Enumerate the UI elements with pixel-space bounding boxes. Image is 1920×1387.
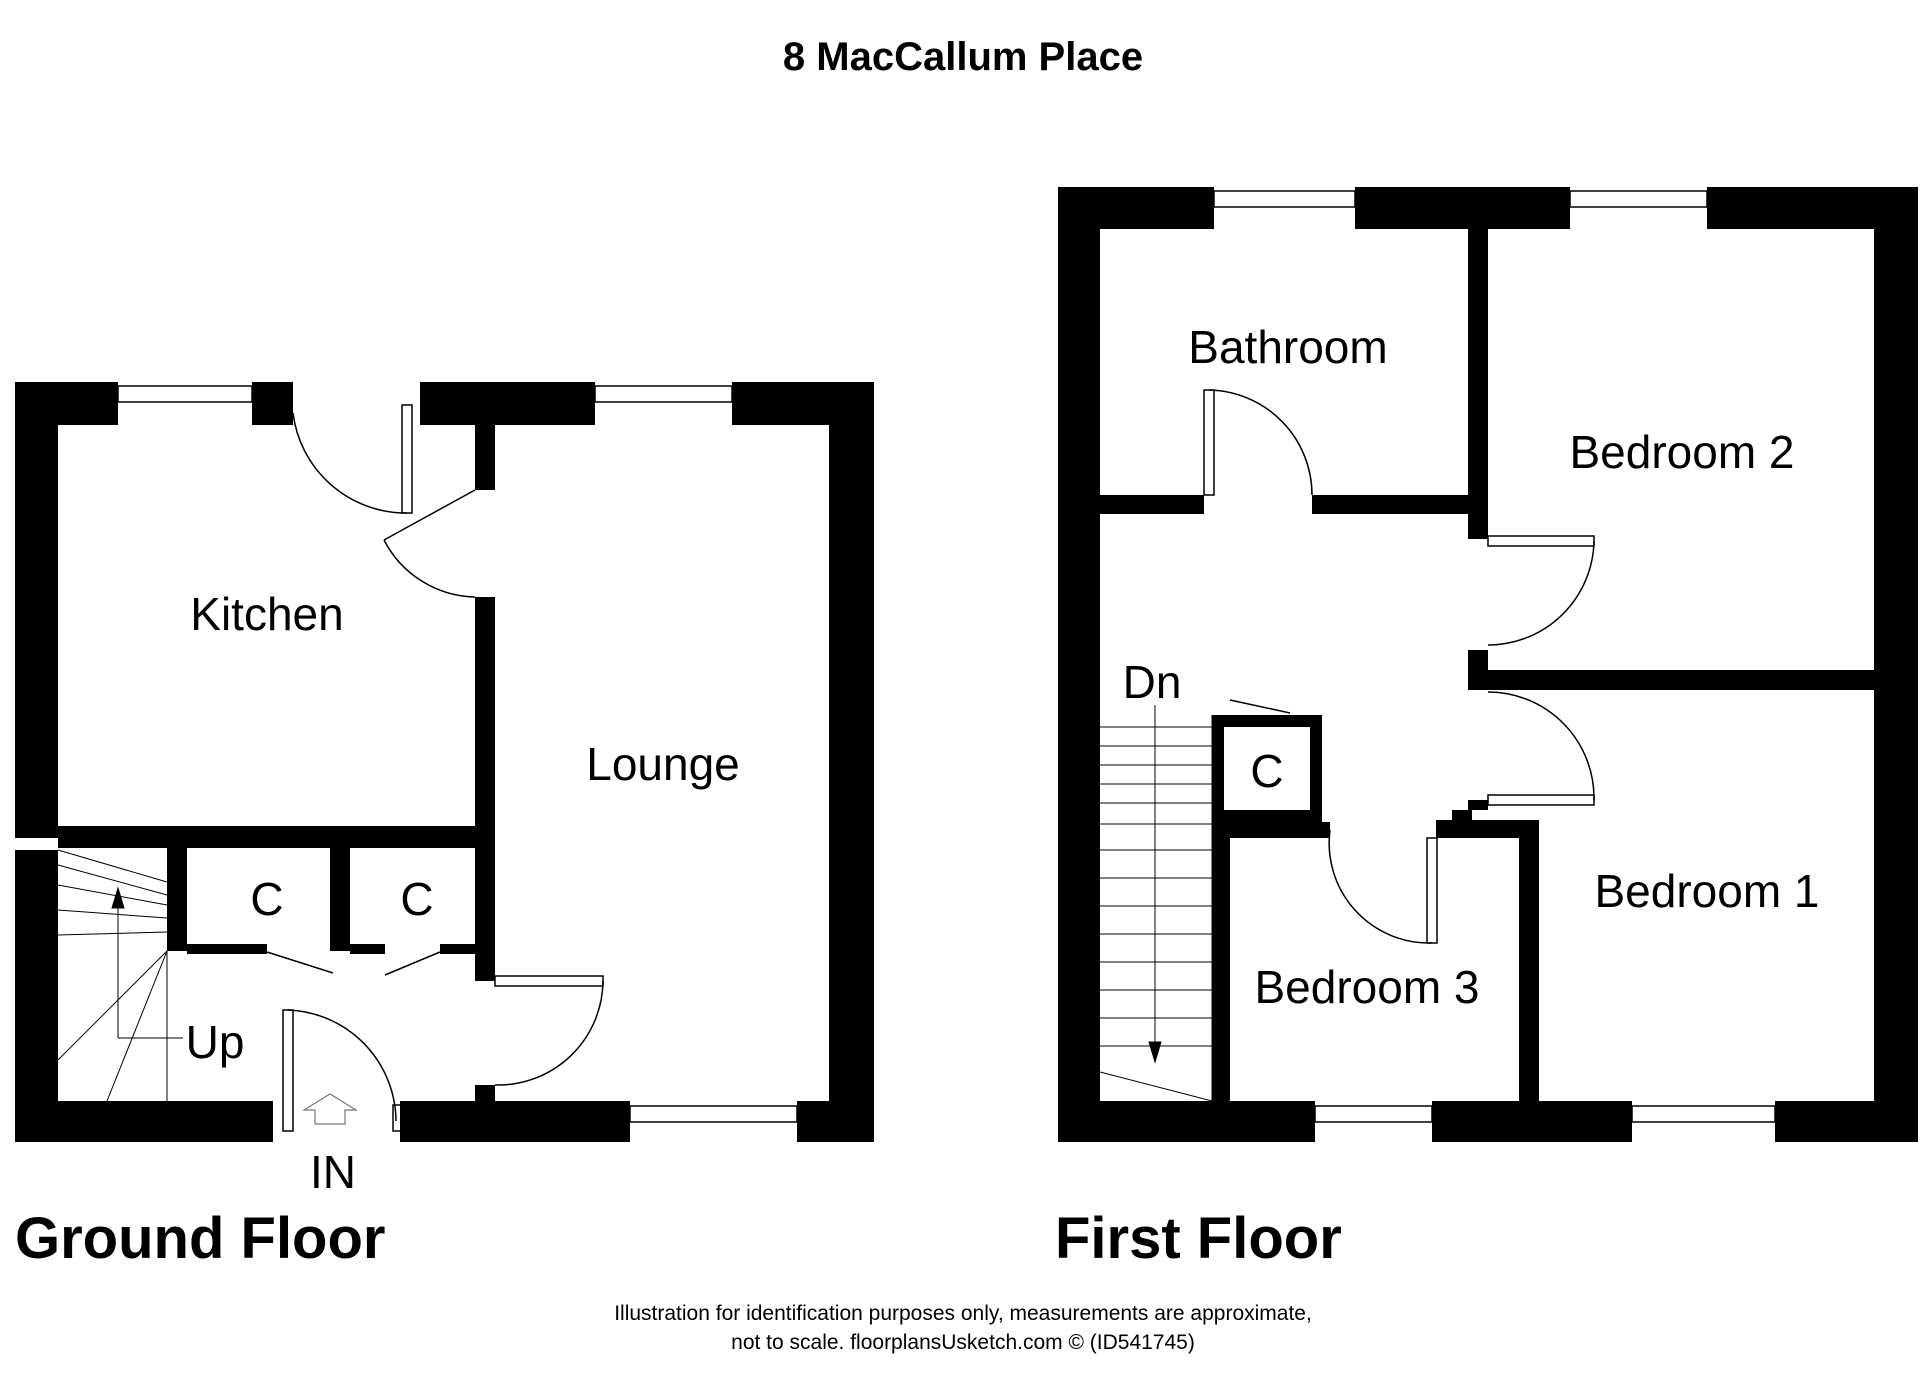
cupboard-1-door-leaf [266, 951, 334, 974]
lounge-window-front [629, 1105, 798, 1123]
ground-floor-stairs [57, 849, 183, 1102]
kitchen-back-door-swing [292, 412, 408, 514]
first-floor-windows [1213, 190, 1776, 1123]
first-floor-doors [1203, 389, 1595, 944]
bedroom-3-door-leaf [1426, 837, 1438, 944]
bedroom-3-label: Bedroom 3 [1254, 961, 1479, 1013]
bedroom-1-window [1631, 1105, 1776, 1123]
bedroom-3-window [1314, 1105, 1433, 1123]
lounge-label: Lounge [586, 738, 740, 790]
ground-floor-plan: Kitchen Lounge C C Up IN Ground Floor [15, 382, 874, 1271]
kitchen-window [117, 385, 253, 403]
ground-floor-interior-walls [15, 425, 495, 1101]
cupboard-label: C [1250, 745, 1283, 797]
stairs-down-label: Dn [1123, 656, 1182, 708]
bathroom-label: Bathroom [1188, 321, 1387, 373]
bathroom-door-leaf [1203, 389, 1215, 496]
entrance-arrow-icon [301, 1093, 359, 1125]
ground-floor-windows [117, 385, 798, 1123]
bedroom-2-label: Bedroom 2 [1569, 426, 1794, 478]
bedroom-1-door-leaf [1487, 794, 1595, 806]
bathroom-door-swing [1208, 389, 1313, 496]
first-floor-plan: Bathroom Bedroom 2 Bedroom 1 Bedroom 3 C… [1055, 187, 1918, 1271]
bedroom-1-door-swing [1487, 691, 1595, 801]
bedroom-2-window [1569, 190, 1708, 208]
kitchen-label: Kitchen [190, 588, 343, 640]
front-door-leaf [282, 1009, 294, 1132]
cupboard-door-leaf [1229, 699, 1291, 714]
front-door-swing [287, 1009, 397, 1122]
lounge-window-rear [594, 385, 733, 403]
stairs-up-label: Up [186, 1016, 245, 1068]
cupboard-1-label: C [250, 873, 283, 925]
cupboard-2-label: C [400, 873, 433, 925]
bedroom-2-door-swing [1487, 540, 1595, 646]
first-floor-heading: First Floor [1055, 1206, 1342, 1271]
property-title: 8 MacCallum Place [783, 35, 1143, 79]
disclaimer-line-1: Illustration for identification purposes… [614, 1302, 1312, 1325]
lounge-hall-door-swing [494, 980, 604, 1086]
first-floor-interior-walls [1100, 229, 1874, 1101]
cupboard-2-door-leaf [384, 951, 441, 976]
lounge-door-swing [383, 539, 476, 598]
first-floor-outer-walls [1058, 187, 1918, 1142]
entrance-label: IN [310, 1146, 356, 1198]
lounge-door-leaf [383, 489, 476, 541]
ground-floor-outer-walls [15, 382, 874, 1142]
disclaimer-line-2: not to scale. floorplansUsketch.com © (I… [731, 1331, 1195, 1354]
bedroom-1-label: Bedroom 1 [1594, 865, 1819, 917]
ground-floor-doors [266, 404, 604, 1132]
front-door-jamb [392, 1104, 402, 1132]
bedroom-3-door-swing [1328, 829, 1433, 944]
first-floor-stairs [1099, 705, 1213, 1102]
ground-floor-heading: Ground Floor [15, 1206, 386, 1271]
lounge-hall-door-leaf [494, 975, 604, 987]
bedroom-2-door-leaf [1487, 535, 1595, 547]
bathroom-window [1213, 190, 1356, 208]
kitchen-back-door-leaf [401, 404, 413, 514]
